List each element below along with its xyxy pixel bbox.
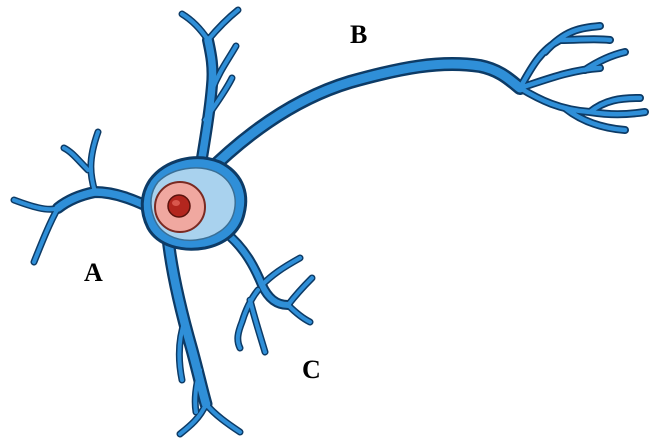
label-c: C [302, 355, 321, 384]
label-a-box: A [78, 258, 109, 288]
neuron-outline [14, 10, 645, 434]
axon [205, 64, 520, 175]
label-a: A [84, 258, 103, 287]
neuron-fill [14, 10, 645, 434]
label-b: B [350, 20, 367, 49]
dendrite-bottom [168, 238, 206, 404]
label-c-box: C [296, 355, 327, 385]
nucleolus [168, 195, 190, 217]
nucleolus-highlight [172, 200, 180, 206]
neuron [14, 10, 645, 434]
label-b-box: B [344, 20, 373, 50]
